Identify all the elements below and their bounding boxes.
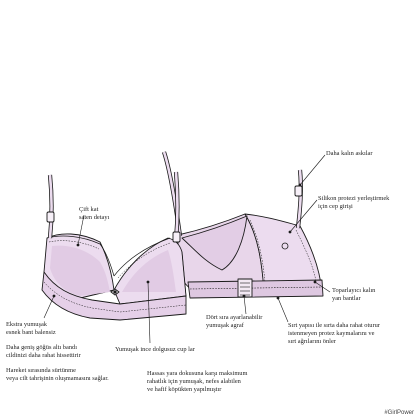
callout-soft-cups: Yumuşak ince dolgusuz cup lar [115,346,195,353]
callout-no-friction: Hareket sırasında sürtünme veya cilt tah… [6,367,109,382]
callout-wider-underband: Daha geniş göğüs altı bandı cildinizi da… [6,344,81,359]
callout-side-bands: Toparlayıcı kalın yan bantlar [332,287,376,302]
callout-double-satin: Çift kat saten detayı [79,206,110,221]
callout-thicker-straps: Daha kalın askılar [326,150,373,157]
bra-back-view [162,151,324,299]
callout-leader-lines [43,154,331,344]
bra-front-view [41,171,187,321]
callout-prosthesis-pocket: Silikon protezi yerleştirmek için cep gi… [318,195,390,210]
callout-soft-elastic-band: Ekstra yumuşak esnek bant balensiz [6,321,56,336]
callout-breathable-foam: Hassas yara dokusuna karşı maksimum raha… [147,370,248,393]
brand-hashtag: #GirlPower [384,410,414,416]
callout-back-support: Sırt yapısı ile sırta daha rahat oturur … [288,322,380,345]
callout-four-hook: Dört sıra ayarlanabilir yumuşak agraf [206,314,263,329]
